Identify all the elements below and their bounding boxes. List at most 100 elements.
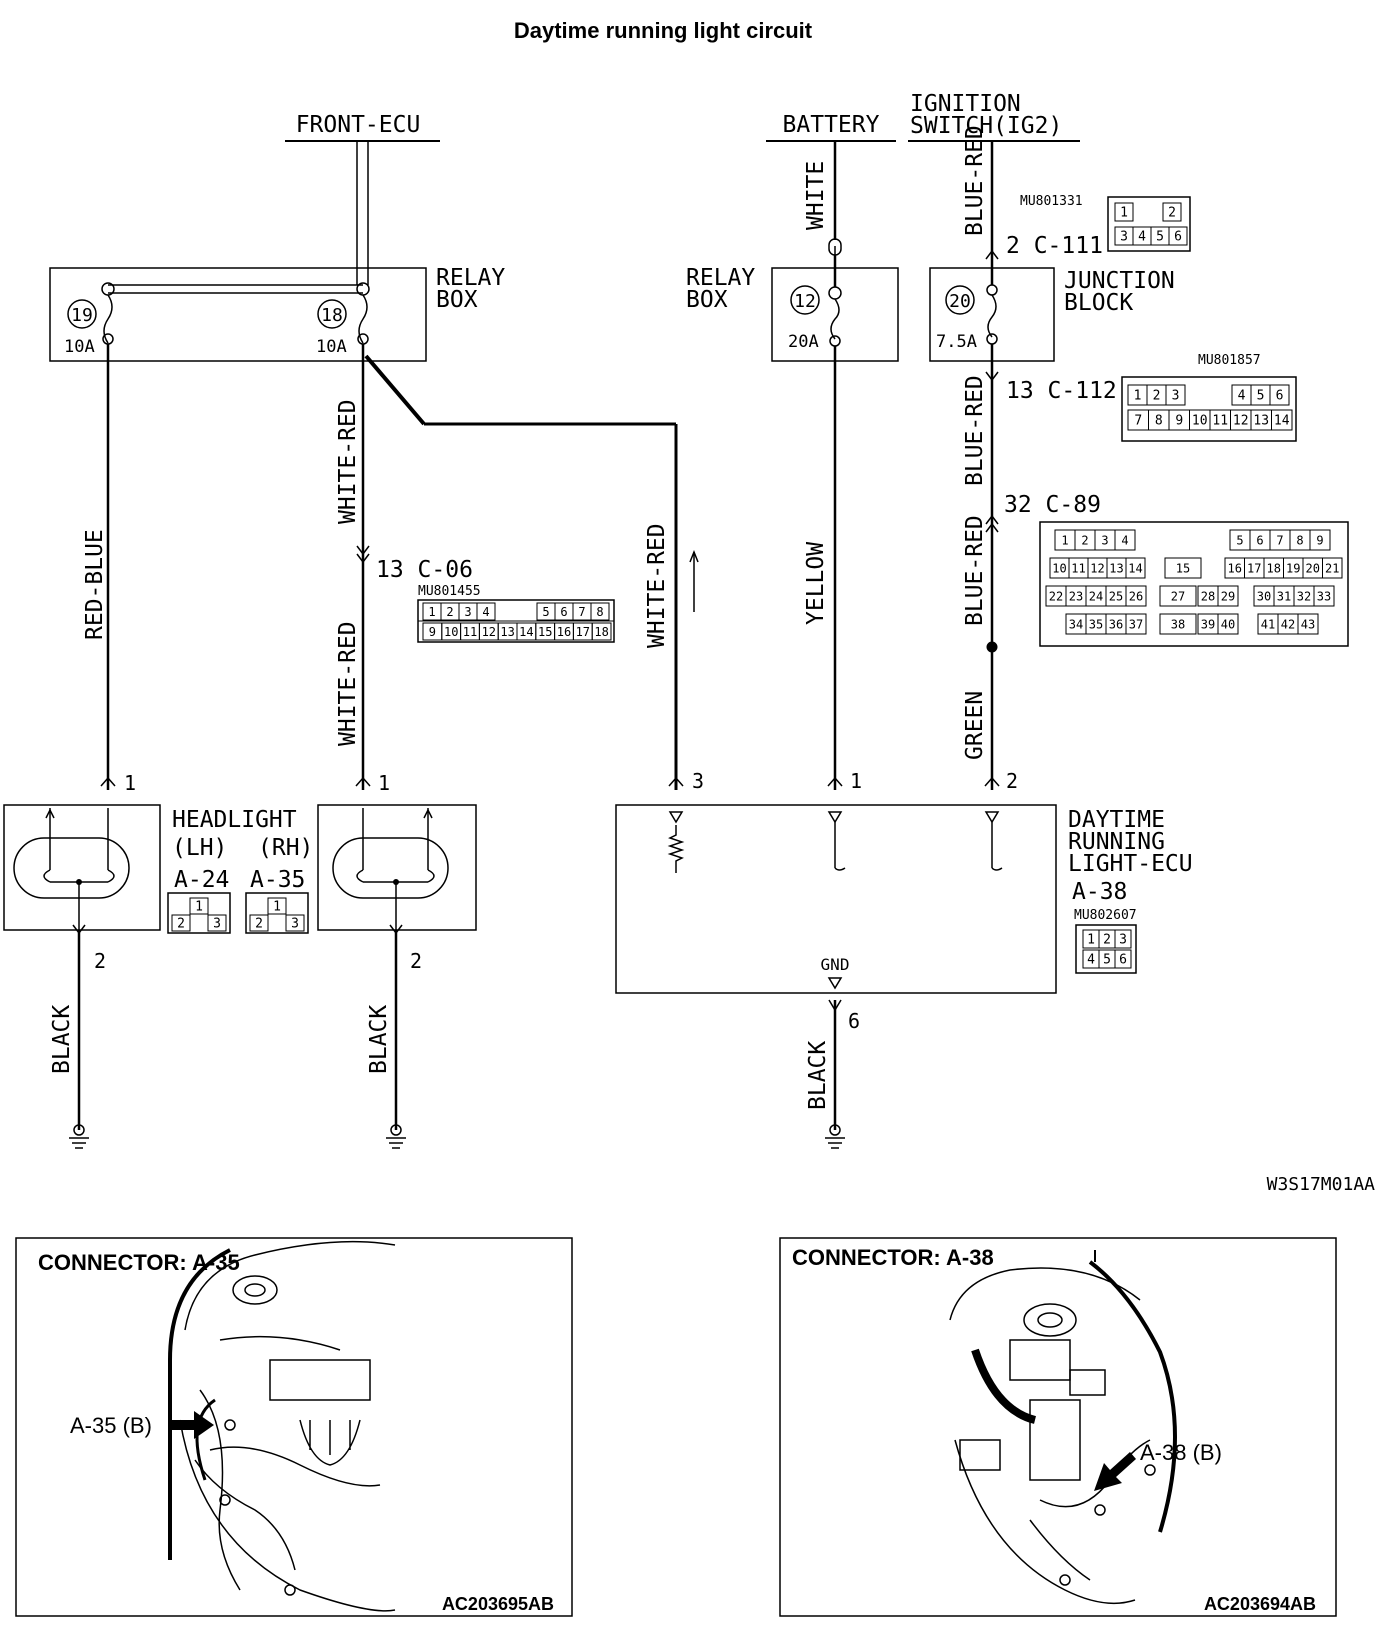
relay-box-right-label-line2: BOX	[686, 287, 728, 313]
battery-label: BATTERY	[783, 112, 880, 138]
c89-pin-14-cell	[1125, 557, 1146, 579]
drl-pin-1: 1	[850, 769, 862, 793]
c06-pin-18: 18	[594, 625, 608, 639]
c89-pin-4: 4	[1121, 533, 1128, 547]
c89-pin-33-cell	[1313, 585, 1335, 607]
ground-symbol-rh	[386, 1124, 406, 1149]
c89-pin-30: 30	[1257, 589, 1271, 603]
c89-pin-12: 12	[1090, 561, 1104, 575]
relay-box-right-label-line1: RELAY	[686, 265, 755, 291]
a38-connector-label: A-38	[1072, 879, 1127, 905]
c06-pin-11: 11	[463, 625, 477, 639]
c111-pin-2: 2	[1168, 206, 1176, 221]
drl-pin-6: 6	[848, 1009, 860, 1033]
c112-pin-6: 6	[1276, 389, 1284, 404]
drl-pin-3: 3	[692, 769, 704, 793]
c89-pin-24: 24	[1089, 589, 1103, 603]
fuse-20-rating: 7.5A	[936, 332, 977, 352]
a24-connector-label: A-24	[174, 867, 229, 893]
c89-pin-21-cell	[1322, 557, 1343, 579]
c89-pin-25: 25	[1109, 589, 1123, 603]
source-ignition-switch: IGNITION SWITCH(IG2)	[908, 91, 1080, 142]
locator-a35-code: AC203695AB	[442, 1594, 554, 1614]
c112-pin-8: 8	[1155, 414, 1163, 429]
c89-pin-17: 17	[1247, 561, 1261, 575]
c89-pin-38: 38	[1171, 617, 1185, 631]
c06-pin-7: 7	[578, 605, 585, 619]
locator-panel-a35: CONNECTOR: A-35 A-35 (B) AC203695AB	[15, 1237, 573, 1617]
c89-pin-38-cell	[1159, 613, 1197, 635]
junction-block: JUNCTION BLOCK 20 7.5A	[929, 267, 1175, 362]
headlight-rh-pin-1: 1	[378, 771, 390, 795]
callout-arrow-a35	[172, 1411, 214, 1439]
c89-pin-27-cell	[1159, 585, 1197, 607]
a35-pin-1: 1	[273, 900, 281, 915]
c111-pin-3: 3	[1120, 230, 1128, 245]
headlight-label: HEADLIGHT	[172, 807, 297, 833]
a24-pin-3: 3	[213, 917, 221, 932]
wire-blue-red-3-label: BLUE-RED	[962, 515, 988, 626]
relay-box-left-label-line1: RELAY	[436, 265, 505, 291]
drl-ecu-label-line2: RUNNING	[1068, 829, 1165, 855]
c06-pin-13: 13	[500, 625, 514, 639]
a35-pin-3-cell	[285, 914, 305, 932]
c111-pin-1-cell	[1114, 202, 1134, 222]
a35-pin-2: 2	[255, 917, 263, 932]
wire-black-rh-label: BLACK	[366, 1005, 392, 1074]
c112-pin-13: 13	[1253, 414, 1269, 429]
wire-white-red-upper-label: WHITE-RED	[335, 399, 361, 524]
c112-connector-label: 13 C-112	[1006, 378, 1117, 404]
c89-pin-40: 40	[1221, 617, 1235, 631]
a35-pin-2-cell	[249, 914, 269, 932]
c89-pin-35: 35	[1089, 617, 1103, 631]
c112-pin-3: 3	[1172, 389, 1180, 404]
c06-part-number: MU801455	[418, 584, 481, 599]
c89-pin-21: 21	[1325, 561, 1339, 575]
c06-pin-3: 3	[464, 605, 471, 619]
source-front-ecu: FRONT-ECU	[285, 112, 440, 142]
a38-pin-1: 1	[1087, 933, 1095, 948]
front-ecu-label: FRONT-ECU	[296, 112, 421, 138]
fuse-12-number: 12	[794, 291, 816, 312]
c06-pin-14: 14	[519, 625, 533, 639]
c89-pin-31: 31	[1277, 589, 1291, 603]
c89-pin-34: 34	[1069, 617, 1083, 631]
c111-pin-5: 5	[1156, 230, 1164, 245]
c89-pin-3: 3	[1101, 533, 1108, 547]
a24-pin-1: 1	[195, 900, 203, 915]
fuse-18-rating: 10A	[316, 337, 347, 357]
ignition-label-line2: SWITCH(IG2)	[910, 113, 1062, 139]
c111-pin-6-cell	[1168, 226, 1188, 246]
c06-pin-1: 1	[428, 605, 435, 619]
ground-symbol-ecu	[825, 1124, 845, 1149]
a38-pin-6-cell	[1114, 949, 1132, 969]
c111-pin-4: 4	[1138, 230, 1146, 245]
a38-pin-3: 3	[1119, 933, 1127, 948]
c06-pin-4: 4	[482, 605, 489, 619]
c89-pin-15: 15	[1176, 561, 1190, 575]
c06-pin-10: 10	[444, 625, 458, 639]
fuse-19-number: 19	[71, 305, 93, 326]
fuse-18-number: 18	[321, 305, 343, 326]
c89-pin-26: 26	[1129, 589, 1143, 603]
c89-pin-33: 33	[1317, 589, 1331, 603]
a24-pin-3-cell	[207, 914, 227, 932]
c112-pin-6-cell	[1269, 384, 1290, 406]
wire-blue-red-2-label: BLUE-RED	[962, 375, 988, 486]
wire-green-label: GREEN	[962, 691, 988, 760]
c06-pin-5: 5	[542, 605, 549, 619]
wire-blue-red-1-label: BLUE-RED	[962, 125, 988, 236]
drl-ecu-gnd-label: GND	[821, 955, 850, 974]
a38-pin-4: 4	[1087, 953, 1095, 968]
drl-ecu-label-line1: DAYTIME	[1068, 807, 1165, 833]
c06-pin-8-cell	[590, 602, 610, 621]
headlight-lh-pin-1: 1	[124, 771, 136, 795]
c111-connector-label: 2 C-111	[1006, 233, 1103, 259]
c89-pin-9-cell	[1309, 529, 1331, 551]
c06-pin-8: 8	[596, 605, 603, 619]
c06-pin-6: 6	[560, 605, 567, 619]
locator-a38-title: CONNECTOR: A-38	[792, 1245, 994, 1270]
c89-pin-29: 29	[1221, 589, 1235, 603]
